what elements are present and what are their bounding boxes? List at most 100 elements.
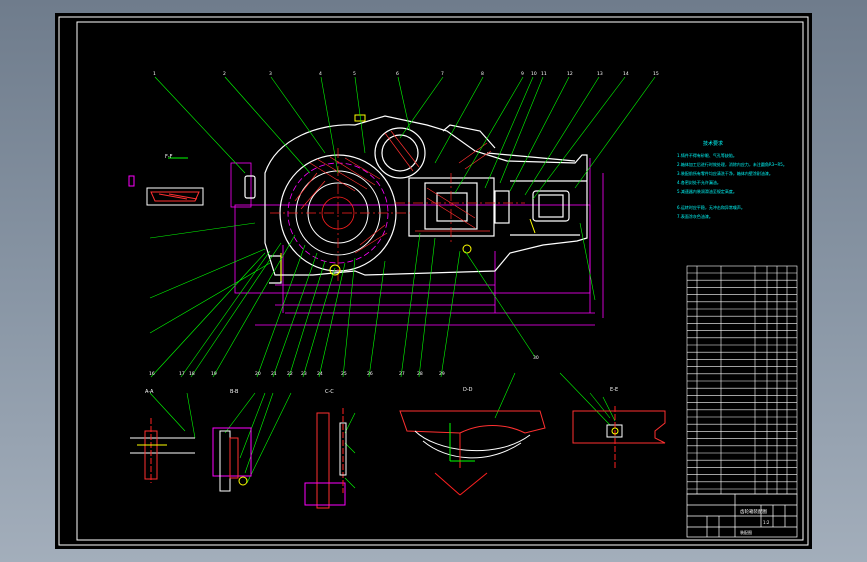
leader-line [399, 76, 444, 139]
dimension-lines [230, 158, 604, 326]
fastener-details [280, 114, 536, 281]
section-view-bb[interactable] [212, 427, 252, 492]
leader-line [574, 76, 656, 189]
leader-line [344, 412, 356, 434]
balloon-1: 1 [153, 71, 156, 77]
leader-line [589, 392, 611, 419]
balloon-15: 15 [653, 71, 659, 77]
balloon-27: 27 [399, 371, 405, 377]
leader-line [342, 257, 356, 378]
cad-viewport[interactable]: A-A B-B C-C D-D E-E F-F 1 2 3 4 5 6 7 8 … [55, 13, 812, 549]
drawing-canvas[interactable]: A-A B-B C-C D-D E-E F-F 1 2 3 4 5 6 7 8 … [55, 13, 812, 549]
leader-lines [149, 76, 656, 489]
section-label-bb: B-B [230, 389, 239, 395]
leader-line [150, 252, 266, 378]
balloon-29: 29 [439, 371, 445, 377]
section-view-aa[interactable] [130, 418, 195, 483]
leader-line [509, 76, 570, 192]
leader-line [320, 76, 339, 174]
housing-outline [244, 115, 588, 284]
balloon-3: 3 [269, 71, 272, 77]
leader-line [344, 477, 356, 489]
balloon-30: 30 [533, 355, 539, 361]
balloon-22: 22 [287, 371, 293, 377]
note-2: 2.箱体加工后进行时效处理，消除内应力，未注圆角R3~R5。 [677, 161, 787, 167]
leader-line [344, 442, 356, 454]
title-block-sheet: 装配图 [740, 529, 752, 535]
note-5: 5.减速器内装润滑油至规定高度。 [677, 188, 737, 194]
balloon-row-bottom: 16 17 18 19 20 21 22 23 24 25 26 27 28 2… [149, 355, 539, 377]
notes-title: 技术要求 [703, 140, 723, 147]
balloon-19: 19 [211, 371, 217, 377]
leader-line [149, 262, 271, 334]
balloon-25: 25 [341, 371, 347, 377]
section-labels: A-A B-B C-C D-D E-E F-F [145, 154, 618, 395]
leader-line [368, 260, 386, 378]
note-6: 6.运转时应平稳，无冲击和异常噪声。 [677, 204, 745, 210]
leader-line [239, 392, 266, 459]
balloon-21: 21 [271, 371, 277, 377]
section-view-ee[interactable] [572, 406, 666, 468]
balloon-20: 20 [255, 371, 261, 377]
balloon-26: 26 [367, 371, 373, 377]
balloon-row-top: 1 2 3 4 5 6 7 8 9 10 11 12 13 14 15 [153, 71, 659, 77]
leader-line [190, 242, 282, 378]
leader-line [524, 76, 600, 196]
title-block-scale: 1:2 [763, 520, 770, 525]
technical-notes: 技术要求 1.铸件不得有砂眼、气孔等缺陷。 2.箱体加工后进行时效处理，消除内应… [677, 140, 787, 219]
balloon-14: 14 [623, 71, 629, 77]
balloon-4: 4 [319, 71, 322, 77]
section-label-ee: E-E [610, 387, 618, 393]
balloon-24: 24 [317, 371, 323, 377]
leader-line [484, 76, 534, 189]
leader-line [246, 392, 292, 484]
note-4: 4.各密封处不允许漏油。 [677, 179, 721, 185]
title-block[interactable]: 齿轮箱装配图 1:2 装配图 [686, 493, 798, 538]
note-1: 1.铸件不得有砂眼、气孔等缺陷。 [677, 152, 737, 158]
leader-line [186, 392, 196, 439]
balloon-18: 18 [189, 371, 195, 377]
leader-line [579, 222, 596, 301]
section-view-cc[interactable] [304, 408, 347, 509]
leader-line [318, 262, 346, 378]
leader-line [499, 76, 544, 184]
main-assembly-view[interactable] [230, 114, 604, 326]
leader-line [288, 260, 326, 378]
detail-view-left[interactable] [128, 157, 204, 206]
section-view-dd[interactable] [399, 410, 546, 496]
leader-line [212, 234, 296, 378]
leader-line [272, 252, 318, 378]
leader-line [602, 396, 616, 422]
leader-line [180, 250, 271, 378]
leader-line [149, 392, 186, 432]
leader-line [256, 244, 306, 378]
balloon-17: 17 [179, 371, 185, 377]
section-label-cc: C-C [325, 389, 334, 395]
leader-line [440, 250, 461, 378]
outer-border [58, 16, 809, 546]
balloon-11: 11 [541, 71, 547, 77]
leader-line [434, 76, 484, 164]
leader-line [224, 76, 311, 174]
section-hatching [294, 130, 492, 254]
centerlines [270, 148, 525, 281]
note-3: 3.装配前所有零件均应清洗干净，箱体内壁涂耐油漆。 [677, 170, 773, 176]
leader-line [418, 237, 436, 378]
leader-line [154, 76, 246, 174]
balloon-6: 6 [396, 71, 399, 77]
leader-line [354, 76, 366, 154]
leader-line [244, 392, 274, 474]
section-label-dd: D-D [463, 387, 473, 393]
section-label-aa: A-A [145, 389, 154, 395]
balloon-8: 8 [481, 71, 484, 77]
leader-line [532, 76, 626, 200]
section-label-ff: F-F [165, 154, 173, 160]
balloon-9: 9 [521, 71, 524, 77]
balloon-13: 13 [597, 71, 603, 77]
leader-line [559, 372, 611, 426]
note-7: 7.表面涂灰色油漆。 [677, 213, 713, 219]
leader-line [454, 76, 524, 194]
leader-line [270, 76, 326, 154]
leader-line [302, 267, 336, 378]
parts-list-table[interactable] [686, 265, 798, 495]
